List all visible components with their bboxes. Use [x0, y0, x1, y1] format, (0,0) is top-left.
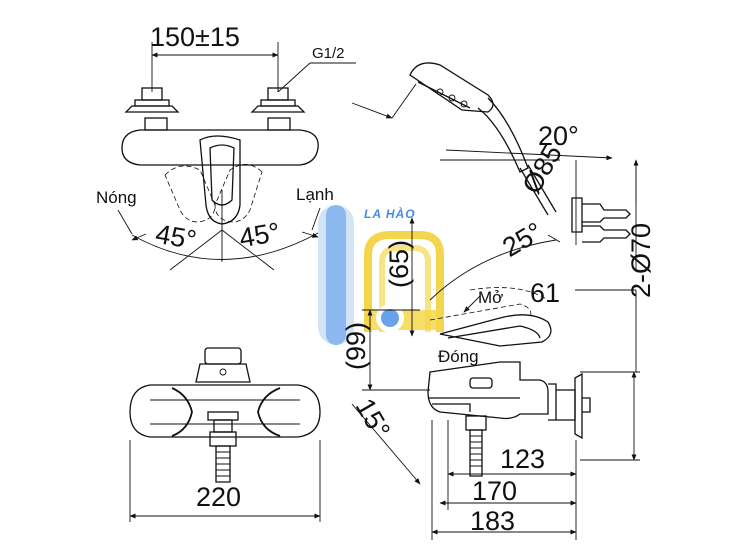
angle-right-label: 45°	[237, 217, 282, 254]
watermark-text: LA HÀO	[364, 206, 416, 221]
open-label: Mở	[478, 288, 503, 307]
angle-25-label: 25°	[497, 216, 547, 262]
watermark-logo: LA HÀO	[318, 205, 444, 345]
top-view: 150±15 G1/2 Nóng Lạnh 45°	[96, 22, 356, 271]
angle-20-label: 20°	[538, 121, 579, 151]
front-view: 220	[129, 347, 321, 522]
hot-label: Nóng	[96, 188, 137, 207]
dim-2x70-label: 2-Ø70	[626, 223, 656, 298]
dim-61-label: 61	[530, 278, 560, 308]
dim-65-label: (65)	[384, 240, 414, 288]
thread-label: G1/2	[312, 45, 345, 62]
dim-123-label: 123	[500, 444, 545, 474]
cold-label: Lạnh	[296, 185, 334, 204]
dim-183-label: 183	[470, 506, 515, 536]
dim-220-label: 220	[196, 482, 241, 512]
dim-170-label: 170	[472, 476, 517, 506]
closed-label: Đóng	[438, 347, 479, 366]
dim-150-label: 150±15	[150, 22, 240, 52]
angle-15-label: 15°	[350, 393, 396, 443]
side-view: 20° Ø85 25° (65) Mở 61 2-Ø70	[341, 62, 656, 540]
dim-99-label: (99)	[341, 322, 371, 370]
angle-left-label: 45°	[153, 219, 198, 256]
